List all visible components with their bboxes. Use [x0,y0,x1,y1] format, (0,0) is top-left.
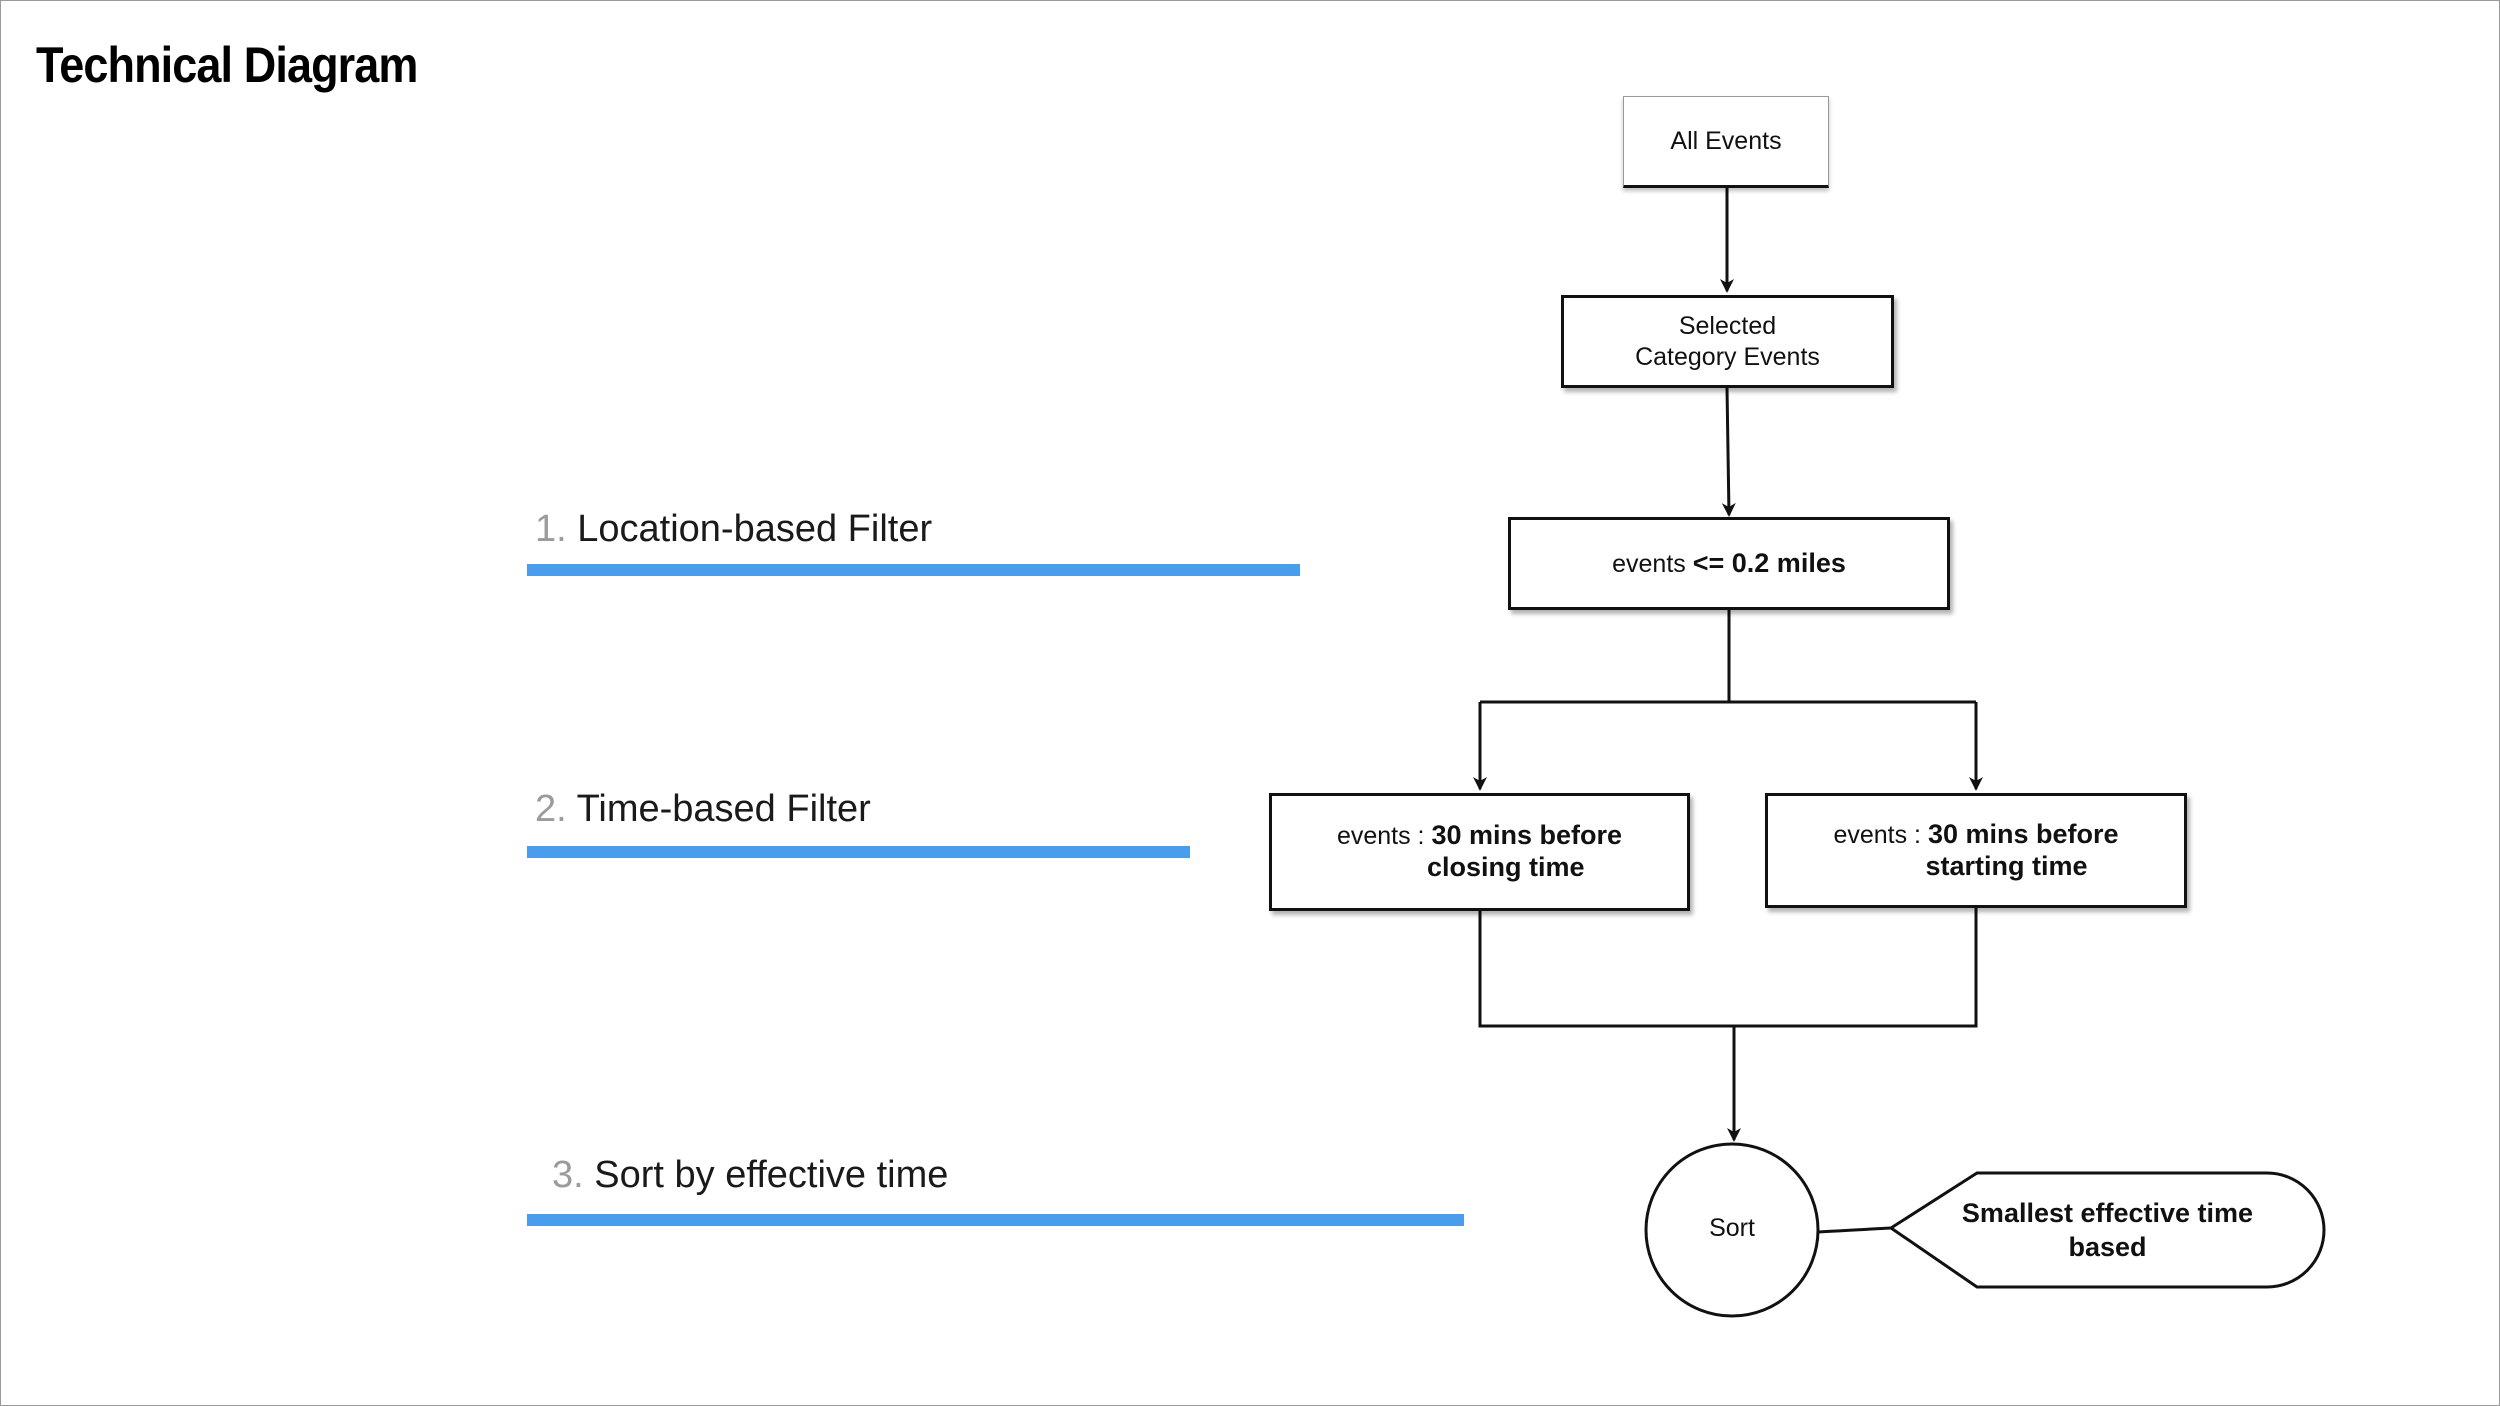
step-sort: 3. Sort by effective time [552,1154,948,1197]
step-label: Time-based Filter [576,788,871,830]
step-underline-bar [527,846,1190,858]
step-underline-bar [527,564,1300,576]
step-number: 3. [552,1154,584,1196]
step-location-filter: 1. Location-based Filter [535,508,932,551]
callout-label-line: based [2068,1232,2147,1262]
callout-node [1888,1171,2326,1289]
callout-label-line: Smallest effective time [1961,1198,2254,1228]
node-distance-filter: events <= 0.2 miles [1508,517,1950,610]
connector-line [1816,1226,1892,1234]
step-label: Sort by effective time [594,1154,949,1196]
sort-node [1644,1142,1820,1318]
sort-label: Sort [1709,1214,1755,1242]
node-selected-category-events: Selected Category Events [1561,295,1894,388]
step-underline-bar [527,1214,1464,1226]
node-label-line: Selected [1678,311,1777,340]
connector-arrow [1721,387,1736,517]
node-label-value: 30 mins before [1431,820,1623,850]
node-label-value: closing time [1426,852,1585,882]
callout-label: Smallest effective time based [1925,1196,2290,1264]
node-label-prefix: events [1612,549,1693,578]
node-label-line: Category Events [1635,342,1820,371]
node-label-value: <= 0.2 miles [1692,547,1846,578]
connector-line [1478,908,1978,1028]
node-label-value: 30 mins before [1927,818,2119,849]
node-starting-time-filter: events : 30 mins before starting time [1765,793,2187,908]
page-title: Technical Diagram [36,37,418,93]
step-number: 1. [535,508,567,550]
step-number: 2. [535,788,567,830]
node-label-prefix: events : [1833,820,1928,849]
node-label: All Events [1670,126,1782,155]
step-label: Location-based Filter [577,508,933,550]
node-closing-time-filter: events : 30 mins before closing time [1269,793,1690,911]
node-label-value: starting time [1925,850,2088,881]
step-time-filter: 2. Time-based Filter [535,788,871,831]
node-label-prefix: events : [1336,822,1432,850]
node-all-events: All Events [1623,96,1829,188]
